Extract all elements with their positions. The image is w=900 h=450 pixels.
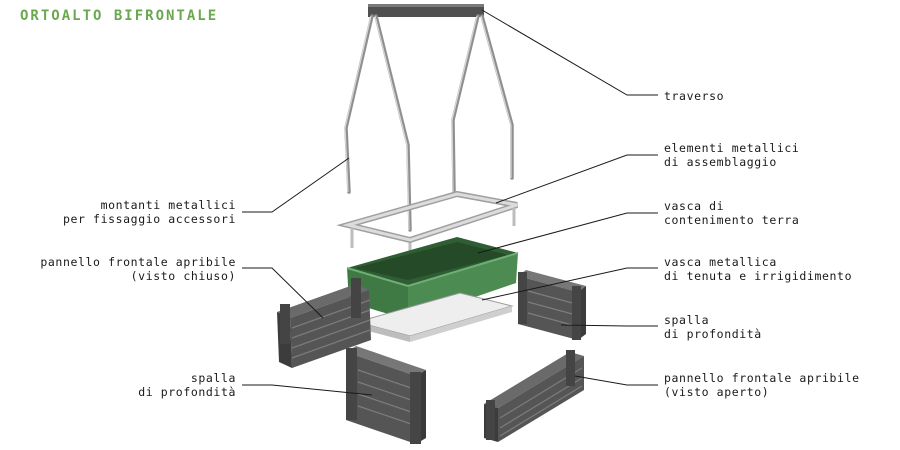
depth-panel-right bbox=[518, 270, 586, 340]
front-panel-closed bbox=[277, 278, 371, 368]
diagram-title: ORTOALTO BIFRONTALE bbox=[20, 8, 219, 24]
leader-lines bbox=[242, 9, 658, 396]
uprights bbox=[344, 14, 514, 232]
assembly-frame bbox=[336, 190, 518, 262]
crossbar bbox=[368, 4, 484, 17]
label-pannello-aperto: pannello frontale apribile(visto aperto) bbox=[664, 371, 860, 399]
label-pannello-chiuso: pannello frontale apribile(visto chiuso) bbox=[40, 255, 236, 283]
front-panel-open bbox=[484, 350, 584, 442]
label-traverso: traverso bbox=[664, 89, 725, 103]
depth-panel-left bbox=[346, 346, 426, 444]
